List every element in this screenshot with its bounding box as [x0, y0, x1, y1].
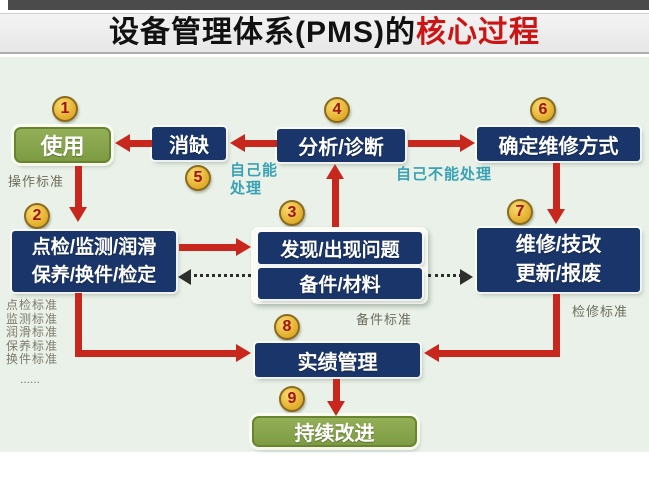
dotted-arrow-head: [178, 269, 191, 285]
node-repair: 维修/技改 更新/报废: [477, 228, 640, 292]
arrow-shaft: [553, 163, 560, 210]
page-title-highlight: 核心过程: [416, 16, 540, 49]
arrow-shaft: [179, 244, 237, 251]
step-circle-8: 8: [274, 314, 300, 340]
dotted-arrow-head: [460, 269, 473, 285]
node-maintenance-method: 确定维修方式: [477, 127, 640, 161]
arrow-shaft: [75, 293, 82, 357]
dotted-shaft: [194, 274, 251, 277]
step-circle-3: 3: [279, 200, 305, 226]
standards-list: 点检标准 监测标准 润滑标准 保养标准 换件标准 ......: [6, 298, 59, 386]
page-title: 设备管理体系(PMS)的核心过程: [0, 13, 649, 54]
standards-item: 点检标准: [6, 298, 59, 312]
node-use: 使用: [14, 127, 111, 163]
node-inspection-line2: 保养/换件/检定: [31, 264, 157, 286]
arrow-head: [230, 134, 245, 152]
node-improvement: 持续改进: [252, 416, 417, 447]
standards-item: 保养标准: [6, 338, 59, 353]
standards-item: 润滑标准: [6, 325, 59, 339]
step-circle-7: 7: [507, 199, 533, 225]
node-repair-line1: 维修/技改: [515, 234, 602, 256]
page-title-prefix: 设备管理体系(PMS)的: [109, 16, 416, 49]
dotted-shaft: [428, 274, 462, 277]
label-self-handle-line2: 处理: [230, 180, 263, 197]
node-inspection: 点检/监测/润滑 保养/换件/检定: [12, 231, 176, 292]
label-repair-standard: 检修标准: [572, 304, 629, 319]
arrow-head: [424, 344, 439, 362]
arrow-head: [236, 238, 251, 256]
arrow-head: [236, 344, 251, 362]
arrow-head: [460, 134, 475, 152]
arrow-shaft: [129, 140, 152, 147]
step-circle-6: 6: [530, 97, 556, 123]
arrow-shaft: [553, 294, 560, 357]
arrow-head: [69, 207, 87, 222]
label-self-handle: 自己能 处理: [230, 162, 278, 198]
node-inspection-line1: 点检/监测/润滑: [31, 236, 157, 258]
node-performance: 实绩管理: [255, 343, 420, 377]
arrow-head: [547, 209, 565, 224]
standards-item: 监测标准: [6, 311, 59, 326]
arrow-shaft: [333, 379, 340, 403]
arrow-shaft: [75, 350, 236, 357]
step-circle-2: 2: [24, 203, 50, 229]
arrow-shaft: [332, 177, 339, 227]
label-spare-standard: 备件标准: [356, 312, 413, 327]
arrow-shaft: [408, 140, 461, 147]
label-cannot-handle: 自己不能处理: [396, 166, 493, 183]
step-circle-1: 1: [52, 96, 78, 122]
node-repair-line2: 更新/报废: [515, 263, 602, 285]
arrow-head: [115, 134, 130, 152]
node-analysis: 分析/诊断: [277, 129, 405, 162]
arrow-shaft: [439, 350, 560, 357]
node-spare-parts: 备件/材料: [258, 268, 422, 299]
label-self-handle-line1: 自己能: [230, 162, 279, 179]
node-defect-elimination: 消缺: [152, 127, 226, 160]
arrow-shaft: [244, 140, 277, 147]
standards-item: 换件标准: [6, 352, 59, 366]
step-circle-9: 9: [279, 386, 305, 412]
step-circle-4: 4: [324, 97, 350, 123]
top-divider-bar: [8, 0, 649, 10]
label-operation-standard: 操作标准: [8, 174, 65, 189]
arrow-head: [327, 401, 345, 416]
standards-item-etc: ......: [20, 371, 41, 386]
arrow-shaft: [75, 166, 82, 208]
step-circle-5: 5: [185, 165, 211, 191]
arrow-head: [326, 164, 344, 179]
node-problem: 发现/出现问题: [258, 232, 422, 264]
